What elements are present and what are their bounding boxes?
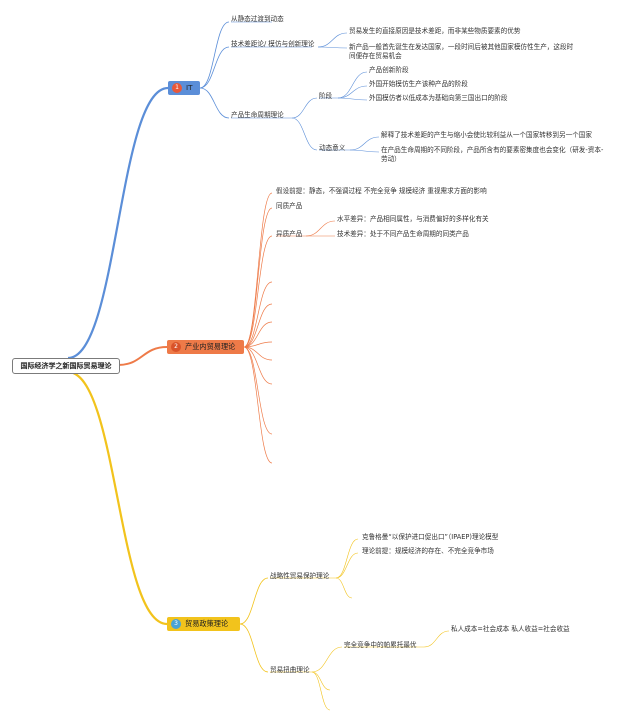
dynamic-leaf-link-1 xyxy=(349,149,380,153)
stage-leaf-link-2 xyxy=(337,97,368,101)
plc-sub-link-0 xyxy=(291,97,318,119)
intra-topic-link-5 xyxy=(243,321,273,348)
leaf-technical-difference[interactable]: 技术差异：处于不同产品生命周期的同类产品 xyxy=(337,230,469,238)
policy-topic-link-1 xyxy=(239,623,269,673)
distortion-link-1 xyxy=(311,671,331,691)
it-topic-link-2 xyxy=(199,87,230,119)
root-to-intra-link xyxy=(117,346,168,366)
stage-leaf-link-1 xyxy=(337,85,368,99)
topic-technology-gap[interactable]: 技术差距论/ 模仿与创新理论 xyxy=(231,40,315,48)
branch-label: 贸易政策理论 xyxy=(185,619,229,628)
leaf-tech-gap-imitation[interactable]: 新产品一般首先诞生在发达国家，一段时间后被其他国家模仿性生产，这段时间便存在贸易… xyxy=(349,43,574,60)
number-3-icon: 3 xyxy=(171,619,181,629)
leaf-stage-export[interactable]: 外国模仿者以低成本为基础向第三国出口的阶段 xyxy=(369,94,508,102)
number-1-icon: 1 xyxy=(172,83,182,93)
intra-topic-link-3 xyxy=(243,281,273,348)
topic-homogeneous-products[interactable]: 同质产品 xyxy=(276,202,303,210)
strategic-leaf-link-2 xyxy=(335,577,353,599)
subtopic-stages[interactable]: 阶段 xyxy=(319,92,333,100)
branch-label: IT xyxy=(186,83,193,92)
intra-topic-link-6 xyxy=(243,341,273,348)
it-topic-link-1 xyxy=(199,46,230,89)
topic-trade-distortion[interactable]: 贸易扭曲理论 xyxy=(270,666,310,674)
leaf-tech-gap-cause[interactable]: 贸易发生的直接原因是技术差距，而非某些物质要素的优势 xyxy=(349,27,521,35)
leaf-stage-innovation[interactable]: 产品创新阶段 xyxy=(369,66,409,74)
leaf-dynamic-comparative[interactable]: 解释了技术差距的产生与缩小会使比较利益从一个国家转移到另一个国家 xyxy=(381,131,592,139)
strategic-leaf-link-0 xyxy=(335,538,359,579)
distortion-link-2 xyxy=(311,671,331,711)
intra-topic-link-10 xyxy=(243,346,273,464)
root-to-policy-link xyxy=(67,370,168,626)
stage-leaf-link-0 xyxy=(337,71,368,99)
pareto-leaf-link xyxy=(423,630,450,648)
branch-node-it[interactable]: 1 IT xyxy=(168,81,200,95)
topic-strategic-protection[interactable]: 战略性贸易保护理论 xyxy=(270,572,330,580)
plc-sub-link-1 xyxy=(291,117,318,151)
branch-label: 产业内贸易理论 xyxy=(185,342,236,351)
intra-topic-link-0 xyxy=(243,192,273,348)
branch-node-trade-policy[interactable]: 3 贸易政策理论 xyxy=(167,617,240,631)
root-node[interactable]: 国际经济学之新国际贸易理论 xyxy=(12,358,120,374)
root-to-it-link xyxy=(67,86,169,360)
subtopic-pareto-optimal[interactable]: 完全竞争中的帕累托最优 xyxy=(344,641,417,649)
intra-topic-link-2 xyxy=(243,235,273,348)
leaf-krugman-ipaep[interactable]: 克鲁格曼“以保护进口促出口”（IPAEP)理论模型 xyxy=(362,533,499,541)
dynamic-leaf-link-0 xyxy=(349,136,380,151)
topic-static-to-dynamic[interactable]: 从静态过渡到动态 xyxy=(231,15,284,23)
policy-topic-link-0 xyxy=(239,577,269,625)
topic-heterogeneous-products[interactable]: 异质产品 xyxy=(276,230,303,238)
leaf-private-social-equal[interactable]: 私人成本=社会成本 私人收益=社会收益 xyxy=(451,625,570,633)
intra-topic-link-1 xyxy=(243,207,273,348)
intra-topic-link-4 xyxy=(243,303,273,348)
leaf-horizontal-difference[interactable]: 水平差异：产品相同属性，与消费偏好的多样化有关 xyxy=(337,215,489,223)
techgap-leaf-link-1 xyxy=(317,46,348,49)
number-2-icon: 2 xyxy=(171,342,181,352)
leaf-stage-imitation[interactable]: 外国开始模仿生产该种产品的阶段 xyxy=(369,80,468,88)
intra-topic-link-8 xyxy=(243,346,273,385)
techgap-leaf-link-0 xyxy=(317,32,348,48)
leaf-dynamic-factor-intensity[interactable]: 在产品生命周期的不同阶段，产品所含有的要素密集度也会变化（研发-资本-劳动） xyxy=(381,146,604,163)
it-topic-link-0 xyxy=(199,21,230,89)
subtopic-dynamic-meaning[interactable]: 动态意义 xyxy=(319,144,346,152)
branch-node-intra-industry[interactable]: 2 产业内贸易理论 xyxy=(167,340,244,354)
leaf-theory-premise[interactable]: 理论前提：规模经济的存在、不完全竞争市场 xyxy=(362,547,494,555)
intra-topic-link-9 xyxy=(243,346,273,435)
intra-topic-link-7 xyxy=(243,346,273,361)
topic-product-life-cycle[interactable]: 产品生命周期理论 xyxy=(231,111,284,119)
topic-assumptions[interactable]: 假设前提：静态，不强调过程 不完全竞争 规模经济 重视需求方面的影响 xyxy=(276,187,487,195)
distortion-link-0 xyxy=(311,646,343,673)
hetero-leaf-link-0 xyxy=(305,220,336,237)
strategic-leaf-link-1 xyxy=(335,552,359,579)
